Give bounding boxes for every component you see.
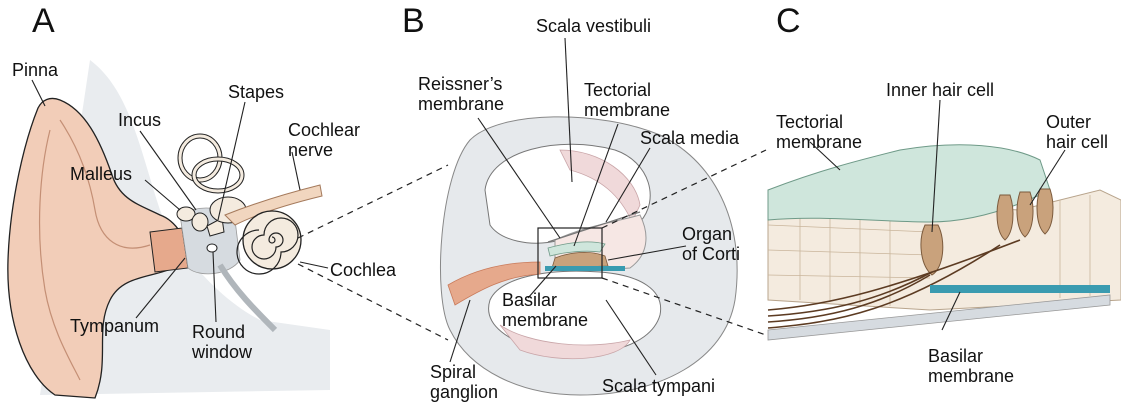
incus-shape [192, 213, 208, 231]
round-window-shape [207, 244, 217, 252]
label-basilar-membrane-c: Basilar membrane [928, 346, 1014, 386]
label-incus: Incus [118, 110, 161, 130]
label-scala-media: Scala media [640, 128, 739, 148]
label-spiral-ganglion: Spiral ganglion [430, 362, 498, 402]
connector-a-b-top [298, 165, 448, 238]
label-tectorial-membrane-c: Tectorial membrane [776, 112, 862, 152]
basilar-membrane-b-shape [545, 266, 625, 271]
label-cochlear-nerve: Cochlear nerve [288, 120, 360, 160]
label-basilar-membrane-b: Basilar membrane [502, 290, 588, 330]
label-reissners-membrane: Reissner’s membrane [418, 74, 504, 114]
label-cochlea: Cochlea [330, 260, 396, 280]
label-pinna: Pinna [12, 60, 58, 80]
label-tectorial-membrane-b: Tectorial membrane [584, 80, 670, 120]
label-scala-tympani: Scala tympani [602, 376, 715, 396]
label-scala-vestibuli: Scala vestibuli [536, 16, 651, 36]
label-round-window: Round window [192, 322, 252, 362]
panel-label-c: C [776, 4, 801, 38]
label-outer-hair-cell: Outer hair cell [1046, 112, 1108, 152]
panel-label-a: A [32, 4, 55, 38]
label-inner-hair-cell: Inner hair cell [886, 80, 994, 100]
outer-hair-cells [997, 189, 1053, 240]
panel-label-b: B [402, 4, 425, 38]
label-organ-of-corti: Organ of Corti [682, 224, 740, 264]
basilar-membrane-c-shape [930, 285, 1110, 293]
ear-canal [150, 228, 188, 272]
label-tympanum: Tympanum [70, 316, 159, 336]
label-malleus: Malleus [70, 164, 132, 184]
cochlea-outer [243, 211, 301, 269]
label-stapes: Stapes [228, 82, 284, 102]
